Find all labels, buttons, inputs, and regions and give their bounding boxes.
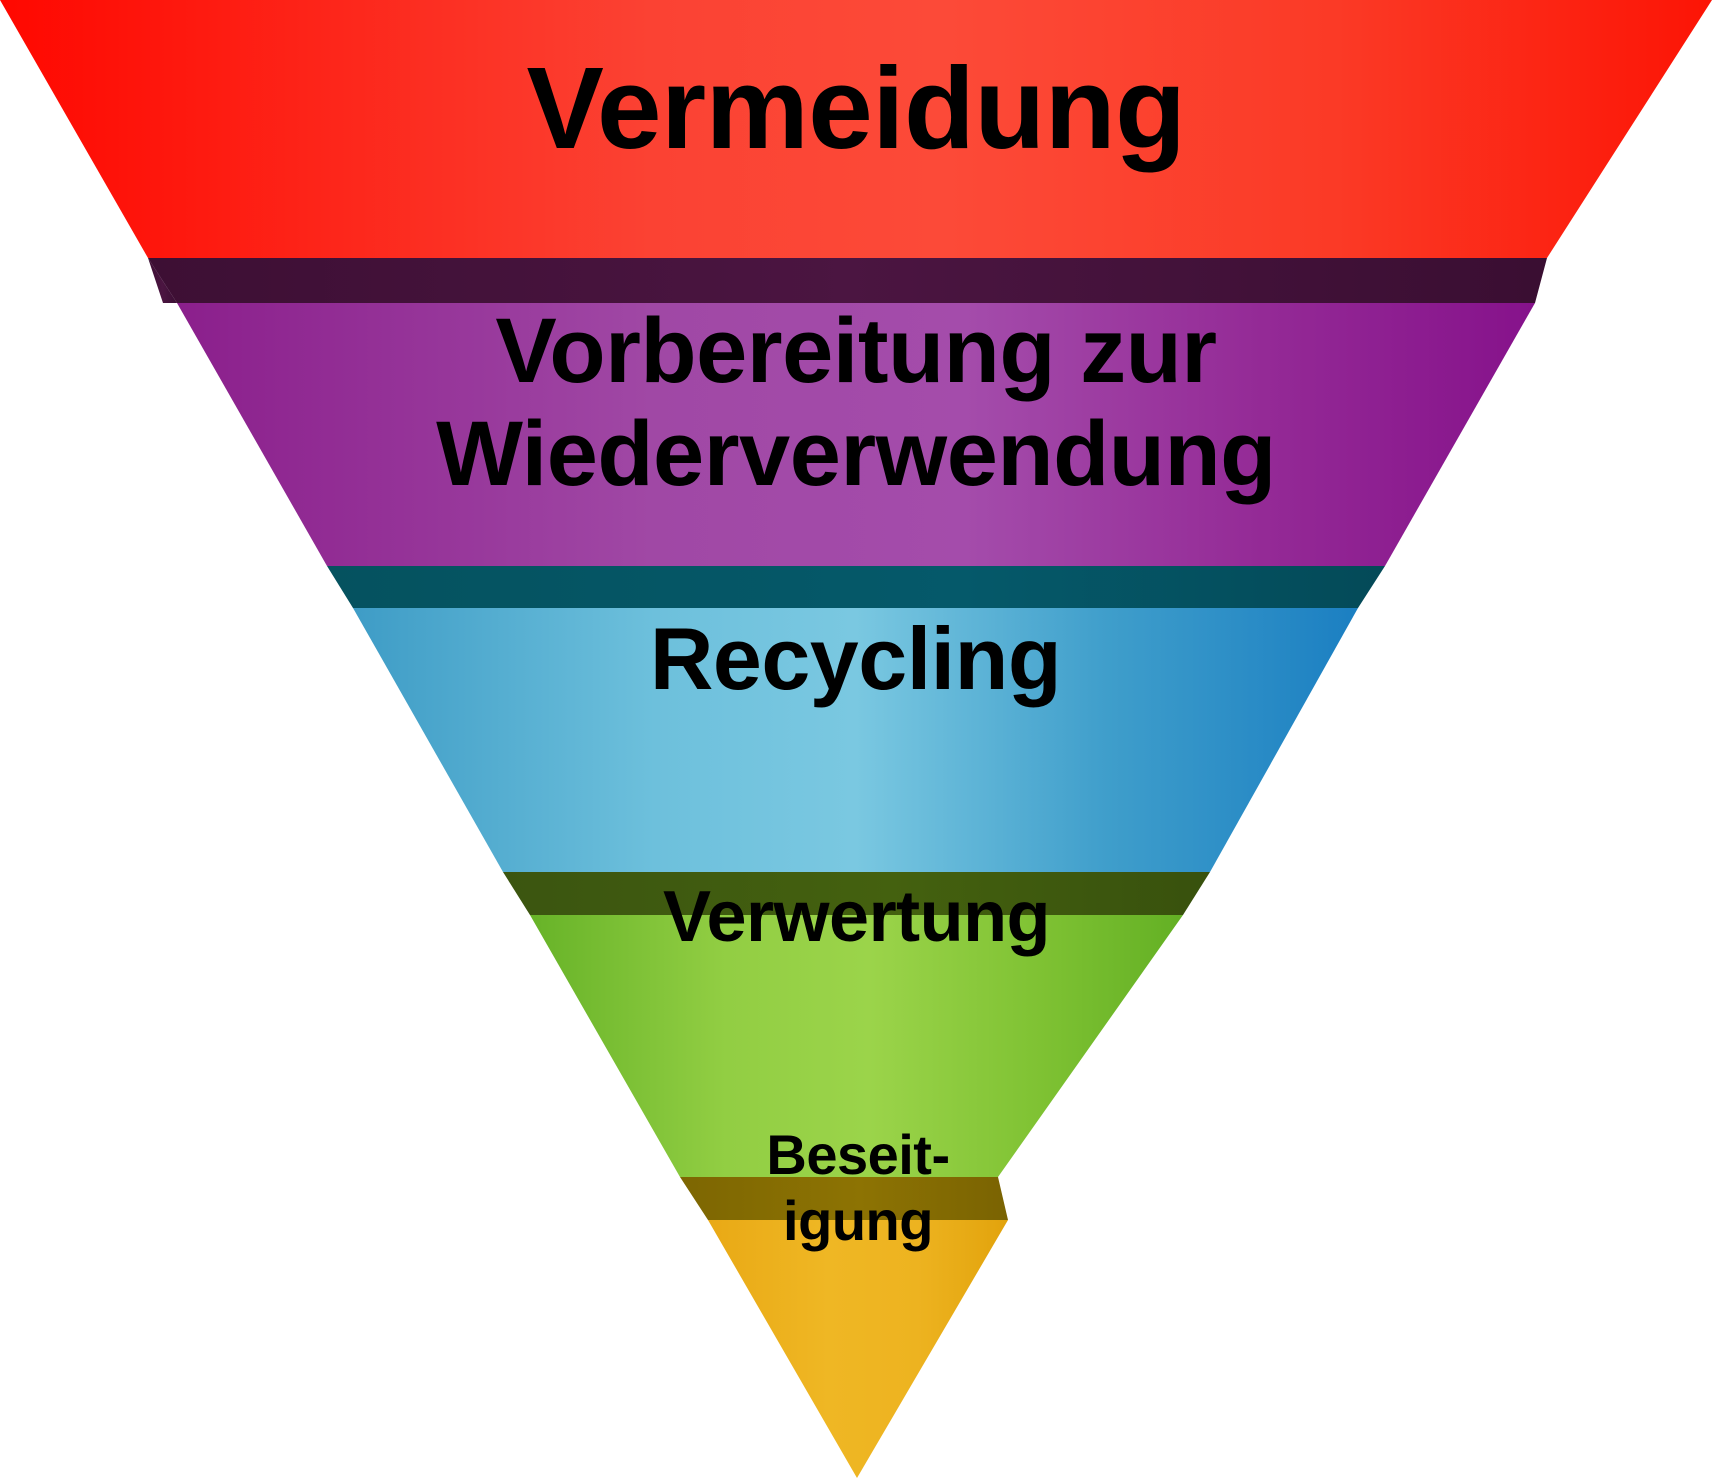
tier-3-face	[353, 608, 1358, 872]
tier-1-face	[0, 0, 1712, 258]
tier-5-bevel	[680, 1177, 1008, 1220]
tier-2-bevel	[148, 258, 1547, 303]
tier-2-bevel-left-wedge	[148, 258, 177, 303]
tier-4-face	[530, 915, 1183, 1177]
tier-2-face	[177, 303, 1535, 566]
tier-5-face	[708, 1220, 1008, 1478]
tier-3-bevel	[327, 566, 1385, 608]
tier-4-bevel	[503, 872, 1210, 915]
